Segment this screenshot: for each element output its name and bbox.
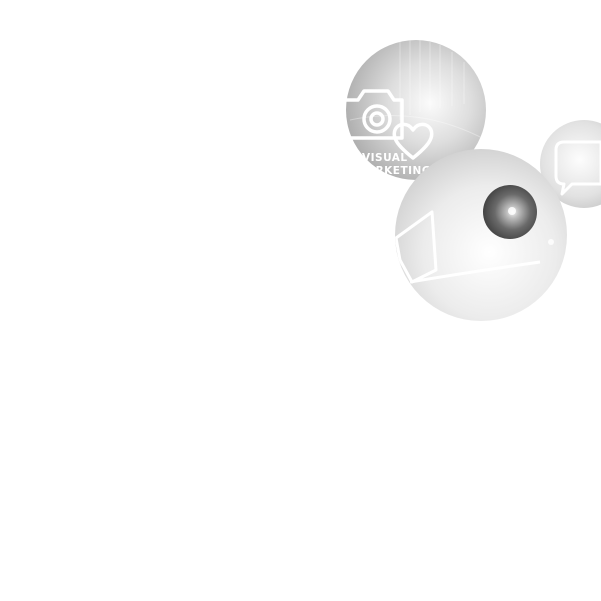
sphere-label-line1: VISUAL <box>362 152 408 164</box>
camera-heart-icon <box>341 89 434 160</box>
sphere-label-services: SERVICES <box>557 207 601 216</box>
sphere-right-partial[interactable]: SERVICES <box>540 120 601 216</box>
ball-highlight <box>508 207 516 215</box>
home-outline-icon <box>395 210 541 284</box>
sphere-visual-marketing[interactable]: VISUAL MARKETING <box>341 40 486 180</box>
chat-bubble-icon <box>554 140 601 196</box>
sphere-dot <box>548 239 554 245</box>
sphere-center[interactable] <box>395 149 567 321</box>
sphere-label-line2: MARKETING <box>356 165 431 177</box>
dark-ball[interactable] <box>483 185 537 239</box>
